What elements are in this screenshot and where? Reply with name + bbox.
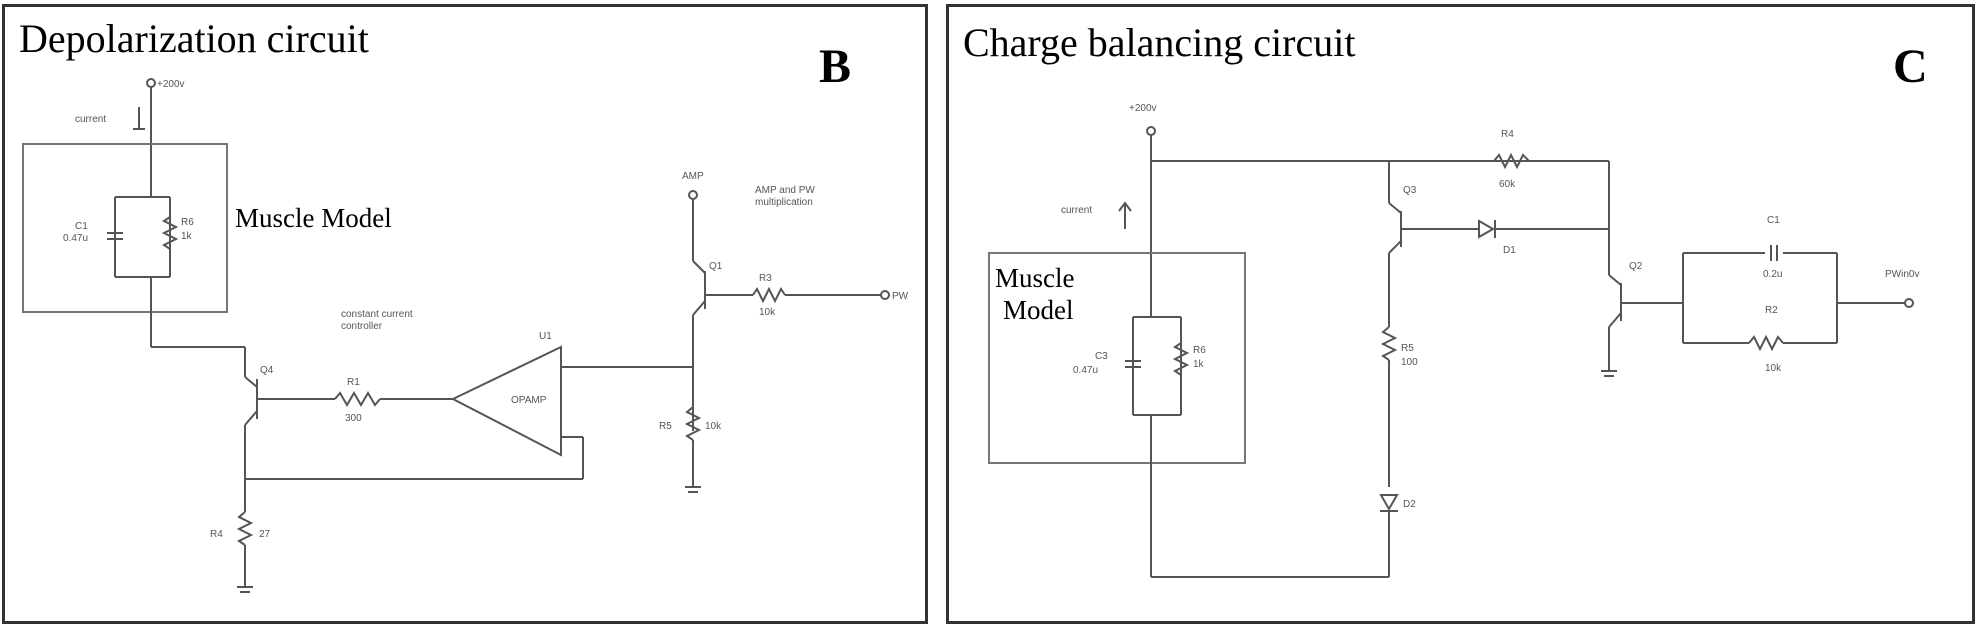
amp-label: AMP <box>682 171 704 182</box>
supply-label: +200v <box>157 79 185 90</box>
r4-label: R4 <box>210 529 223 540</box>
muscle-label-2: Model <box>1003 295 1074 325</box>
r3-label: R3 <box>759 273 772 284</box>
opamp-ref: U1 <box>539 331 552 342</box>
diode-d2 <box>1379 494 1399 512</box>
out-label: PWin0v <box>1885 269 1919 280</box>
charge-balancing-title: Charge balancing circuit <box>955 19 1364 66</box>
q2-label: Q2 <box>1629 261 1643 272</box>
panel-b-letter: B <box>819 40 852 93</box>
q3-label: Q3 <box>1403 185 1417 196</box>
r2-value: 10k <box>1765 363 1782 374</box>
muscle-model-box <box>988 252 1246 464</box>
resistor-r1 <box>334 391 381 407</box>
current-label: current <box>75 114 106 125</box>
depolarization-title: Depolarization circuit <box>11 15 377 62</box>
resistor-r4 <box>1493 152 1530 170</box>
c1-label: C1 <box>1767 215 1780 226</box>
cap-label: C1 <box>75 221 88 232</box>
res-value: 1k <box>181 231 193 242</box>
ccc-label-2: controller <box>341 321 383 332</box>
resistor-r4 <box>236 511 254 546</box>
depolarization-panel: +200v current C1 0.47u R6 1k Muscle Mode… <box>2 4 928 624</box>
r5-value: 100 <box>1401 357 1418 368</box>
resistor-r3 <box>752 286 786 304</box>
q1-label: Q1 <box>709 261 723 272</box>
muscle-model-box <box>22 143 228 313</box>
depolarization-schematic: +200v current C1 0.47u R6 1k Muscle Mode… <box>22 78 909 593</box>
r5-value: 10k <box>705 421 722 432</box>
panel-c-letter: C <box>1893 40 1928 93</box>
charge-balancing-schematic: +200v current Muscle Model C3 0.47u R6 1… <box>988 103 1919 578</box>
cap-value: 0.47u <box>63 233 88 244</box>
r5-label: R5 <box>659 421 672 432</box>
supply-label: +200v <box>1129 103 1157 114</box>
supply-terminal <box>146 78 156 88</box>
res-label: R6 <box>1193 345 1206 356</box>
r2-label: R2 <box>1765 305 1778 316</box>
resistor-r5 <box>684 406 702 441</box>
mult-label-2: multiplication <box>755 197 813 208</box>
amp-terminal <box>688 190 698 200</box>
supply-terminal <box>1146 126 1156 136</box>
d1-label: D1 <box>1503 245 1516 256</box>
c1-value: 0.2u <box>1763 269 1782 280</box>
charge-balancing-panel: +200v current Muscle Model C3 0.47u R6 1… <box>946 4 1975 624</box>
r4-label: R4 <box>1501 129 1514 140</box>
cap-value: 0.47u <box>1073 365 1098 376</box>
muscle-model-label: Muscle Model <box>235 203 392 233</box>
r1-label: R1 <box>347 377 360 388</box>
pw-terminal <box>880 290 890 300</box>
opamp-label: OPAMP <box>511 395 547 406</box>
r5-label: R5 <box>1401 343 1414 354</box>
r4-value: 60k <box>1499 179 1516 190</box>
opamp-u1 <box>450 345 562 457</box>
d2-label: D2 <box>1403 499 1416 510</box>
muscle-label-1: Muscle <box>995 263 1075 293</box>
output-terminal <box>1904 298 1914 308</box>
mult-label-1: AMP and PW <box>755 185 815 196</box>
res-label: R6 <box>181 217 194 228</box>
resistor-r5 <box>1380 326 1398 361</box>
cap-label: C3 <box>1095 351 1108 362</box>
current-label: current <box>1061 205 1092 216</box>
resistor-r6 <box>1172 342 1190 376</box>
pw-label: PW <box>892 291 909 302</box>
ccc-label-1: constant current <box>341 309 413 320</box>
resistor-r2 <box>1748 334 1784 352</box>
resistor-r6 <box>161 216 179 250</box>
r4-value: 27 <box>259 529 271 540</box>
r3-value: 10k <box>759 307 776 318</box>
q4-label: Q4 <box>260 365 274 376</box>
r1-value: 300 <box>345 413 362 424</box>
diode-d1 <box>1478 219 1496 239</box>
res-value: 1k <box>1193 359 1205 370</box>
